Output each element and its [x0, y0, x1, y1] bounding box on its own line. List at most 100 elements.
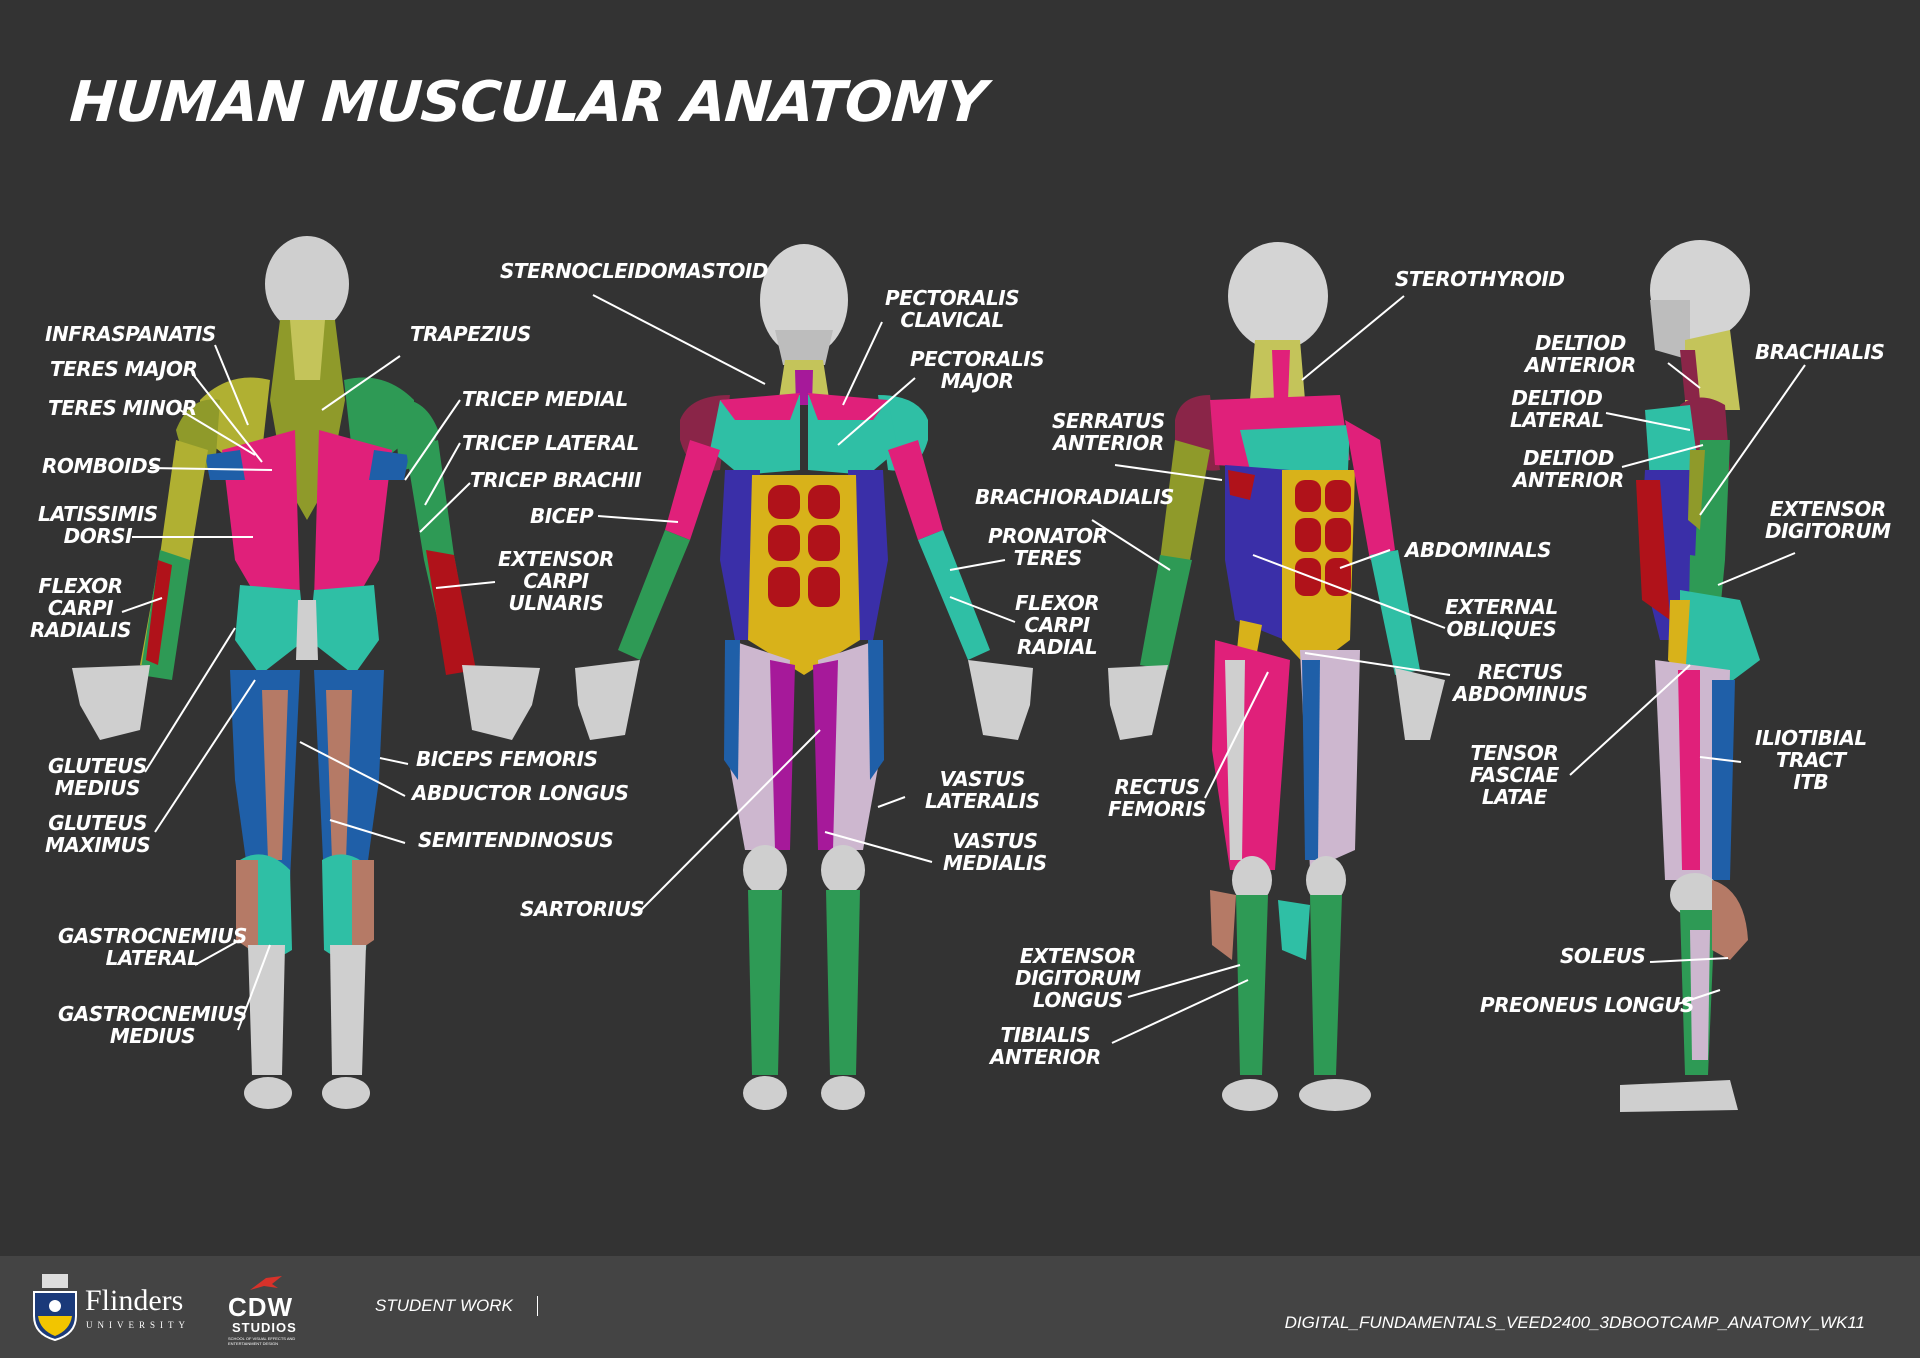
- label-sternocleidomastoid: STERNOCLEIDOMASTOID: [500, 259, 768, 283]
- leader-line: [154, 679, 256, 833]
- shin-3q-right: [1310, 895, 1342, 1075]
- abdominal-segment: [1325, 518, 1351, 552]
- knee-front-right: [821, 845, 865, 895]
- abdominal-segment: [808, 567, 840, 607]
- leader-line: [1339, 549, 1391, 569]
- gastrocnemius-right-outer: [352, 860, 374, 955]
- thigh-side-mid: [1678, 670, 1700, 870]
- tensor-front-left: [724, 640, 740, 780]
- leader-line: [1674, 989, 1721, 1006]
- forearm-front-left: [618, 530, 690, 660]
- leader-line: [194, 939, 241, 966]
- leader-line: [144, 627, 236, 773]
- cdw-studios-logo[interactable]: CDW STUDIOS SCHOOL OF VISUAL EFFECTS AND…: [226, 1274, 316, 1346]
- leader-lines: [121, 294, 1806, 1044]
- calf-3q-right: [1278, 900, 1310, 960]
- studio-name: CDW: [228, 1292, 294, 1322]
- hand-front-left: [575, 660, 640, 740]
- foot-back-right: [322, 1077, 370, 1109]
- label-biceps-femoris: BICEPS FEMORIS: [416, 747, 598, 771]
- label-deltiod-lateral: DELTIOD LATERAL: [1510, 386, 1604, 432]
- leader-line: [149, 467, 273, 471]
- neck-side-front: [1680, 350, 1700, 400]
- studio-tagline: SCHOOL OF VISUAL EFFECTS AND ENTERTAINME…: [228, 1336, 296, 1346]
- label-infraspanatis: INFRASPANATIS: [45, 322, 216, 346]
- knee-side: [1670, 873, 1720, 917]
- leader-line: [1252, 554, 1446, 629]
- torso-side-front: [1636, 480, 1670, 620]
- leader-line: [1204, 671, 1269, 799]
- abdominal-segment: [808, 525, 840, 561]
- leader-line: [1111, 979, 1249, 1044]
- label-pectoralis-clavical: PECTORALIS CLAVICAL: [885, 286, 1020, 332]
- abdominal-segment: [1295, 558, 1321, 596]
- abdominal-segment: [1325, 558, 1351, 596]
- calf-side: [1712, 880, 1748, 960]
- hamstring-left-inner: [262, 690, 288, 860]
- knee-front-left: [743, 845, 787, 895]
- label-tricep-medial: TRICEP MEDIAL: [462, 387, 628, 411]
- foot-3q-right: [1299, 1079, 1371, 1111]
- leader-line: [1667, 362, 1701, 389]
- label-gastrocnemius-lateral: GASTROCNEMIUS LATERAL: [58, 924, 247, 970]
- leader-line: [1127, 964, 1241, 998]
- leader-line: [637, 729, 821, 914]
- label-extensor-carpi-ulnaris: EXTENSOR CARPI ULNARIS: [498, 547, 614, 615]
- teres-right: [369, 450, 409, 480]
- figure-side-view: [1620, 240, 1760, 1112]
- figure-front-view: [575, 244, 1033, 1110]
- forearm-3q-right: [1370, 550, 1420, 675]
- leader-line: [949, 559, 1006, 571]
- label-tricep-brachii: TRICEP BRACHII: [470, 468, 642, 492]
- cdw-bird-icon: [250, 1276, 282, 1290]
- label-rectus-abdominus: RECTUS ABDOMINUS: [1453, 660, 1588, 706]
- university-name: Flinders: [85, 1284, 184, 1317]
- gastrocnemius-left-outer: [236, 860, 258, 955]
- skull-front: [760, 244, 848, 356]
- neck-muscle: [290, 320, 325, 380]
- university-subtitle: UNIVERSITY: [86, 1320, 190, 1330]
- sterothyroid-muscle: [1272, 350, 1290, 400]
- flinders-university-logo[interactable]: Flinders UNIVERSITY: [30, 1272, 190, 1342]
- foot-front-right: [821, 1076, 865, 1110]
- skull-3q: [1228, 242, 1328, 350]
- figure-back-view: [72, 236, 540, 1109]
- label-semitendinosus: SEMITENDINOSUS: [418, 828, 614, 852]
- leader-line: [1569, 664, 1691, 776]
- rectus-femoris-3q-left: [1225, 660, 1245, 860]
- hand-back-left: [72, 665, 150, 740]
- thigh-3q-right-outer: [1302, 660, 1320, 860]
- shin-back-right: [330, 945, 366, 1075]
- footer-divider: [537, 1296, 538, 1316]
- leader-line: [419, 482, 471, 533]
- leader-line: [299, 741, 406, 797]
- label-flexor-carpi-radial: FLEXOR CARPI RADIAL: [1015, 591, 1100, 659]
- itb-side: [1712, 680, 1735, 880]
- leader-line: [842, 321, 883, 406]
- shin-back-left: [248, 945, 285, 1075]
- label-preoneus-longus: PREONEUS LONGUS: [1480, 993, 1695, 1017]
- flexor-back-left: [146, 560, 172, 665]
- abdominal-segment: [1295, 518, 1321, 552]
- label-deltiod-anterior-bottom: DELTIOD ANTERIOR: [1513, 446, 1624, 492]
- label-tensor-fasciae-latae: TENSOR FASCIAE LATAE: [1470, 741, 1559, 809]
- student-work-label: STUDENT WORK: [375, 1296, 513, 1315]
- label-sartorius: SARTORIUS: [520, 897, 645, 921]
- obliques-3q: [1225, 465, 1290, 640]
- leader-line: [1717, 552, 1796, 586]
- pectoralis-upper-left: [720, 393, 800, 420]
- label-abdominals: ABDOMINALS: [1405, 538, 1552, 562]
- abdominal-segment: [1295, 480, 1321, 512]
- abdominal-segment: [768, 567, 800, 607]
- abdominal-segment: [1325, 480, 1351, 512]
- foot-side: [1620, 1080, 1738, 1112]
- leader-line: [191, 372, 263, 463]
- leader-line: [1649, 957, 1729, 963]
- calf-3q-left: [1210, 890, 1236, 960]
- leader-line: [592, 294, 766, 385]
- shin-front-right: [826, 890, 860, 1075]
- foot-front-left: [743, 1076, 787, 1110]
- knee-3q-left: [1232, 856, 1272, 904]
- hand-back-right: [462, 665, 540, 740]
- glute-side: [1680, 590, 1760, 690]
